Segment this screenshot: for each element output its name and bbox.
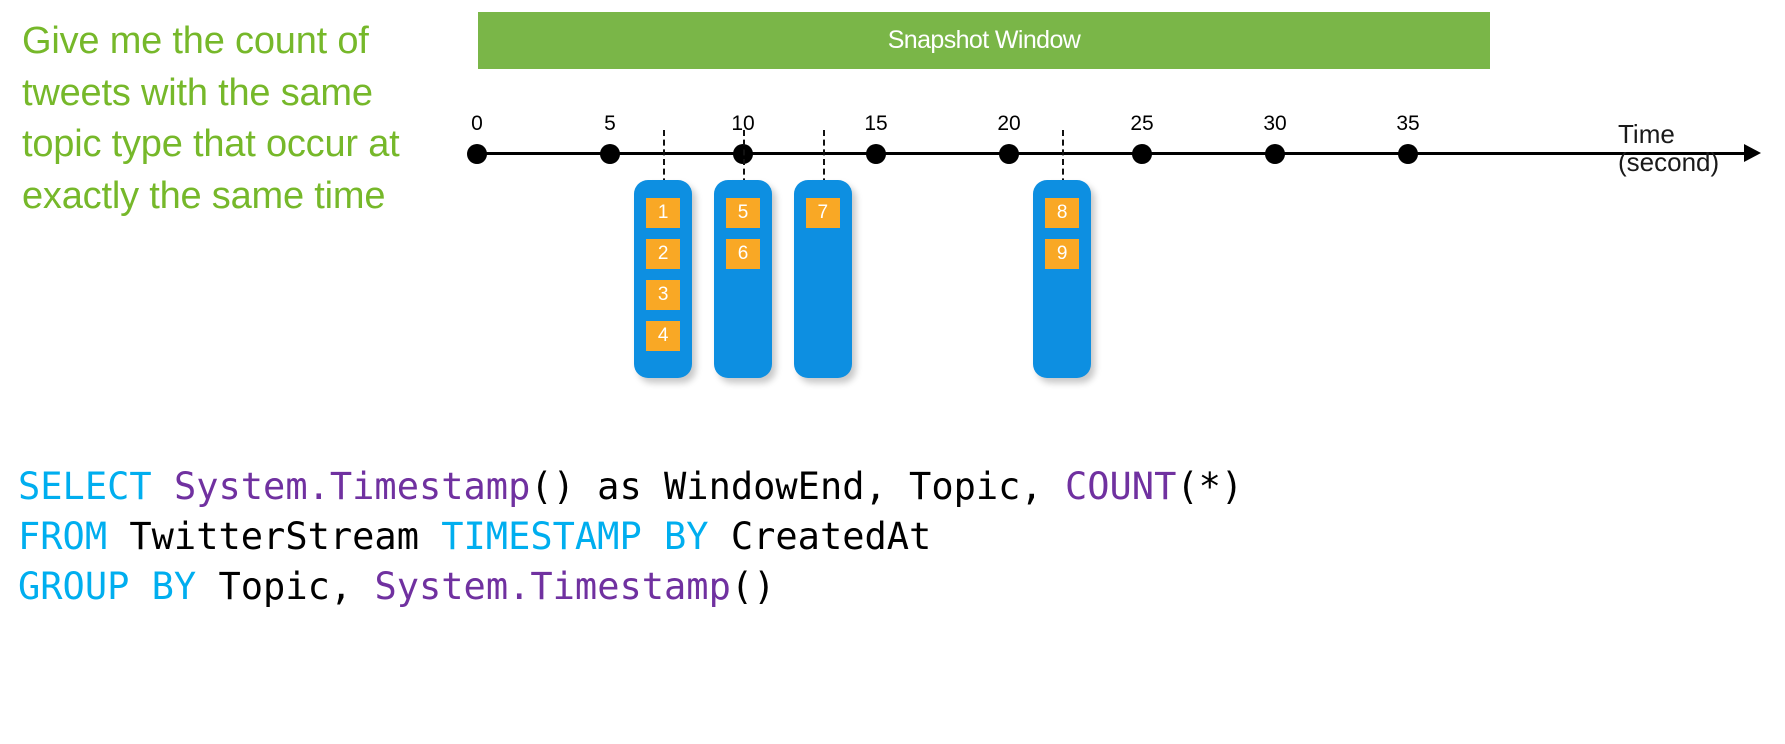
sql-token: TIMESTAMP BY (441, 515, 709, 558)
sql-token: FROM (18, 515, 108, 558)
timeline-tick-label: 25 (1130, 112, 1154, 135)
sql-line: FROM TwitterStream TIMESTAMP BY CreatedA… (18, 512, 1243, 562)
sql-line: SELECT System.Timestamp() as WindowEnd, … (18, 462, 1243, 512)
snapshot-window-label: Snapshot Window (887, 26, 1081, 54)
timeline-tick-dot (999, 144, 1019, 164)
sql-line: GROUP BY Topic, System.Timestamp() (18, 562, 1243, 612)
sql-token: Topic, (196, 565, 375, 608)
sql-token: System.Timestamp (374, 565, 731, 608)
event-tile[interactable]: 7 (805, 198, 840, 228)
timeline-tick-label: 30 (1263, 112, 1287, 135)
timeline-tick-dot (1398, 144, 1418, 164)
event-tile[interactable]: 6 (726, 239, 760, 269)
sql-query-block: SELECT System.Timestamp() as WindowEnd, … (18, 462, 1243, 612)
event-tile[interactable]: 8 (1045, 198, 1080, 228)
timeline-tick-label: 5 (604, 112, 616, 135)
sql-token: GROUP BY (18, 565, 197, 608)
timeline-tick-label: 35 (1396, 112, 1420, 135)
sql-token: () (730, 565, 776, 608)
timeline-tick-dot (1265, 144, 1285, 164)
time-axis-title-unit: (second) (1618, 147, 1720, 178)
sql-token: TwitterStream (107, 515, 442, 558)
event-group-box[interactable]: 7 (793, 180, 852, 378)
time-axis-title-main: Time (1618, 119, 1675, 149)
time-axis-title: Time (second) (1618, 120, 1719, 176)
sql-token: () as WindowEnd, Topic, (530, 465, 1065, 508)
sql-token: (*) (1176, 465, 1244, 508)
timeline-tick-label: 20 (997, 112, 1021, 135)
timeline-tick-dot (733, 144, 753, 164)
timeline-tick-label: 15 (864, 112, 888, 135)
snapshot-window-banner: Snapshot Window (478, 12, 1490, 69)
timeline-tick-dot (600, 144, 620, 164)
timeline-tick-dot (1132, 144, 1152, 164)
event-tile[interactable]: 2 (646, 239, 681, 269)
event-tile[interactable]: 4 (646, 321, 681, 351)
time-axis-arrow-icon (1744, 144, 1761, 162)
timeline-tick-dot (866, 144, 886, 164)
event-tile[interactable]: 3 (646, 280, 681, 310)
timeline-tick-label: 0 (471, 112, 483, 135)
time-axis-line (470, 152, 1750, 155)
sql-token: CreatedAt (708, 515, 932, 558)
sql-token: SELECT (18, 465, 152, 508)
timeline-tick-label: 10 (731, 112, 755, 135)
event-group-box[interactable]: 1 2 3 4 (634, 180, 693, 378)
prompt-text: Give me the count of tweets with the sam… (22, 20, 400, 218)
sql-token (152, 465, 174, 508)
sql-token: System.Timestamp (173, 465, 531, 508)
event-tile[interactable]: 5 (726, 198, 760, 228)
sql-token: COUNT (1064, 465, 1177, 508)
event-tile[interactable]: 1 (646, 198, 681, 228)
timeline-tick-dot (467, 144, 487, 164)
event-tile[interactable]: 9 (1045, 239, 1080, 269)
